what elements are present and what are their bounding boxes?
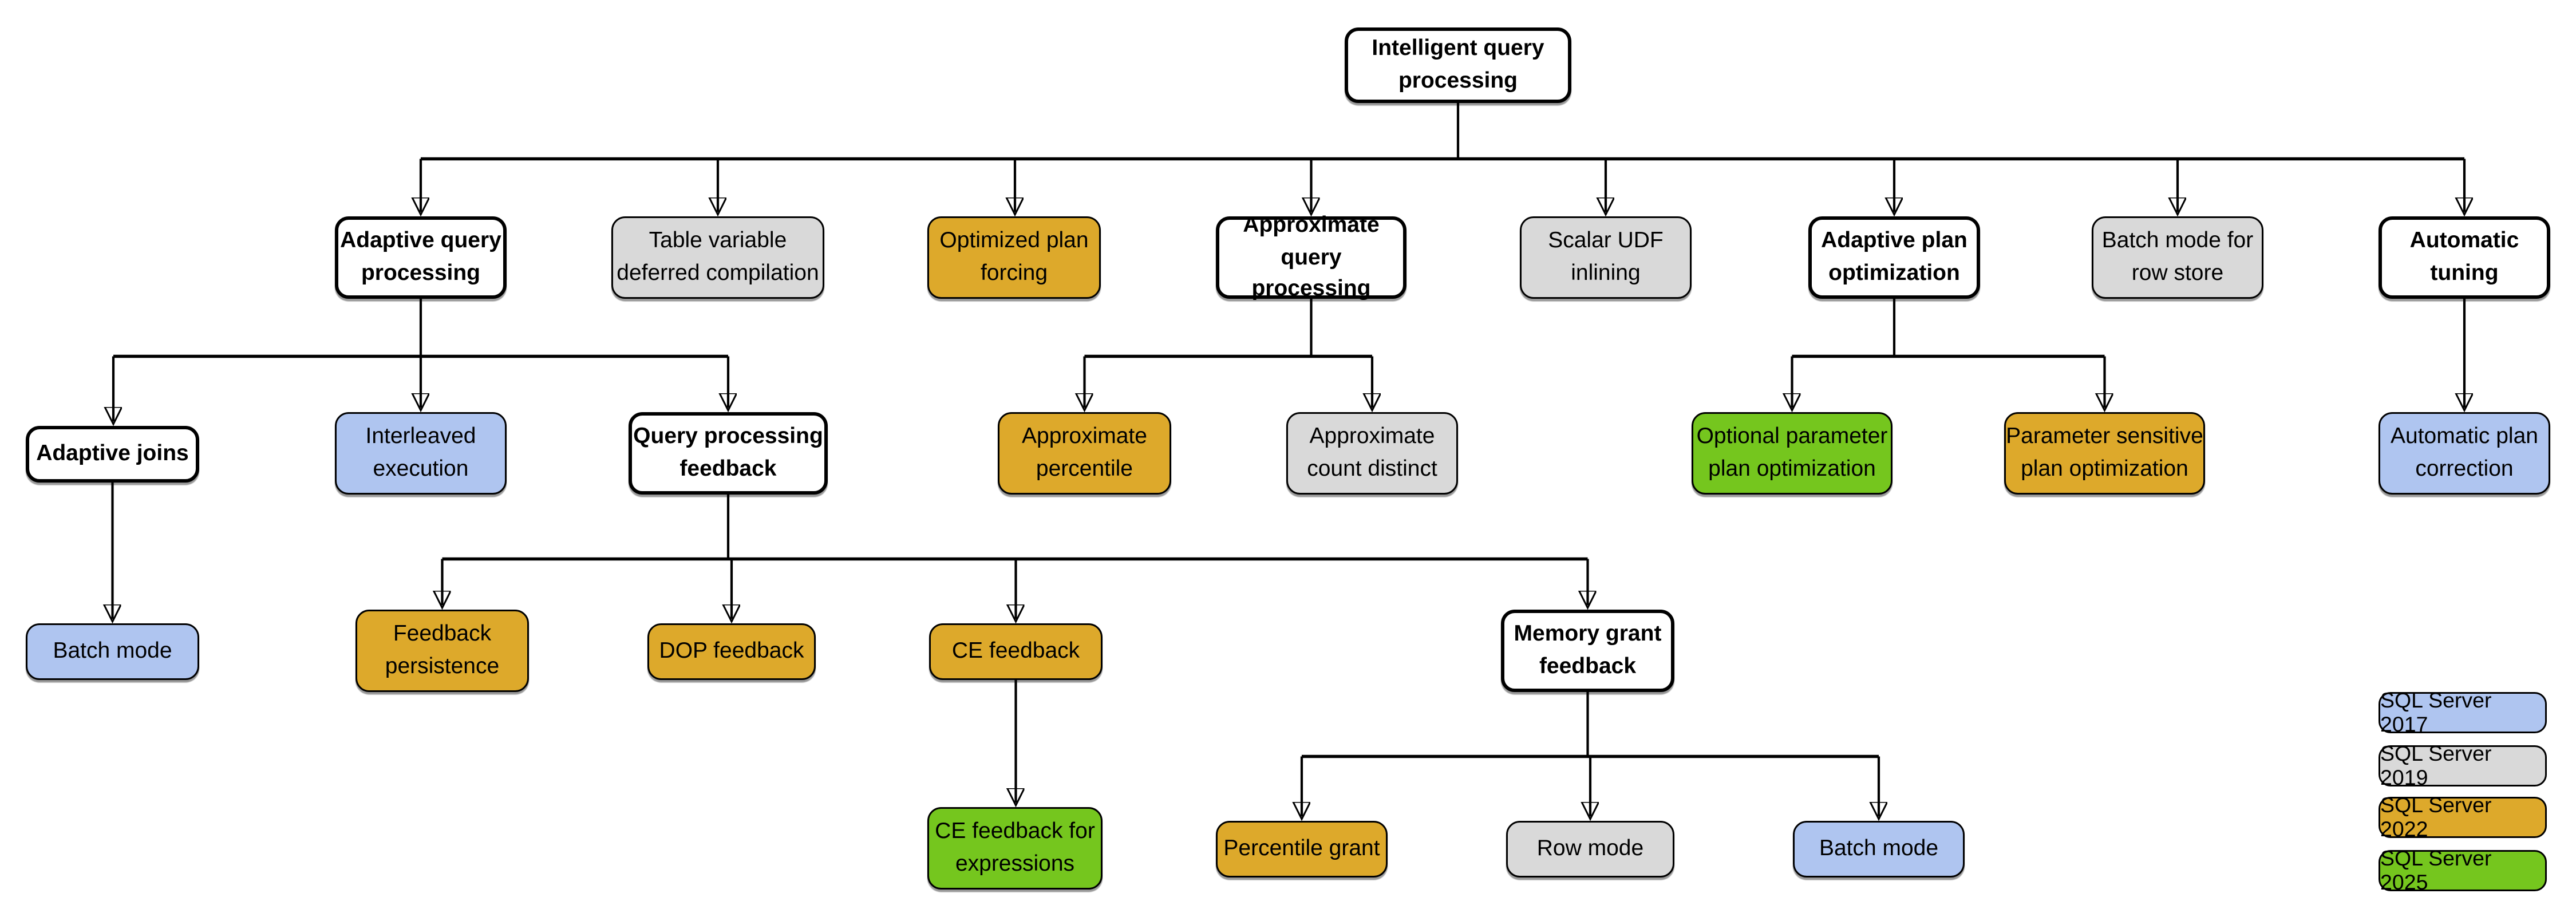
legend-item-sql-server-2025: SQL Server 2025 [2379, 846, 2547, 894]
node-batch-mode-adaptive-joins: Batch mode [26, 623, 199, 680]
node-intelligent-query-processing: Intelligent query processing [1345, 27, 1571, 103]
node-query-processing-feedback: Query processing feedback [629, 412, 828, 495]
node-percentile-grant: Percentile grant [1216, 821, 1388, 878]
node-batch-mode-for-row-store: Batch mode for row store [2092, 216, 2263, 299]
legend-item-sql-server-2022: SQL Server 2022 [2379, 793, 2547, 841]
legend-item-sql-server-2019: SQL Server 2019 [2379, 741, 2547, 789]
node-approximate-percentile: Approximate percentile [998, 412, 1171, 495]
node-dop-feedback: DOP feedback [647, 623, 816, 680]
node-approximate-query-processing: Approximate query processing [1216, 211, 1406, 301]
node-scalar-udf-inlining: Scalar UDF inlining [1520, 216, 1692, 299]
node-ce-feedback: CE feedback [929, 623, 1103, 680]
node-adaptive-joins: Adaptive joins [26, 426, 199, 483]
node-optional-parameter-plan-optimization: Optional parameter plan optimization [1692, 412, 1893, 495]
node-optimized-plan-forcing: Optimized plan forcing [927, 216, 1101, 299]
node-ce-feedback-for-expressions: CE feedback for expressions [927, 807, 1103, 890]
node-adaptive-plan-optimization: Adaptive plan optimization [1808, 216, 1980, 299]
node-parameter-sensitive-plan-optimization: Parameter sensitive plan optimization [2004, 412, 2205, 495]
node-memory-grant-feedback: Memory grant feedback [1501, 610, 1674, 692]
node-table-variable-deferred-compilation: Table variable deferred compilation [611, 216, 824, 299]
node-row-mode: Row mode [1506, 821, 1674, 878]
legend-item-sql-server-2017: SQL Server 2017 [2379, 689, 2547, 737]
node-automatic-plan-correction: Automatic plan correction [2379, 412, 2550, 495]
node-feedback-persistence: Feedback persistence [355, 610, 529, 692]
node-automatic-tuning: Automatic tuning [2379, 216, 2550, 299]
node-interleaved-execution: Interleaved execution [335, 412, 507, 495]
node-batch-mode-memory-grant: Batch mode [1793, 821, 1965, 878]
node-adaptive-query-processing: Adaptive query processing [335, 216, 507, 299]
node-approximate-count-distinct: Approximate count distinct [1286, 412, 1458, 495]
